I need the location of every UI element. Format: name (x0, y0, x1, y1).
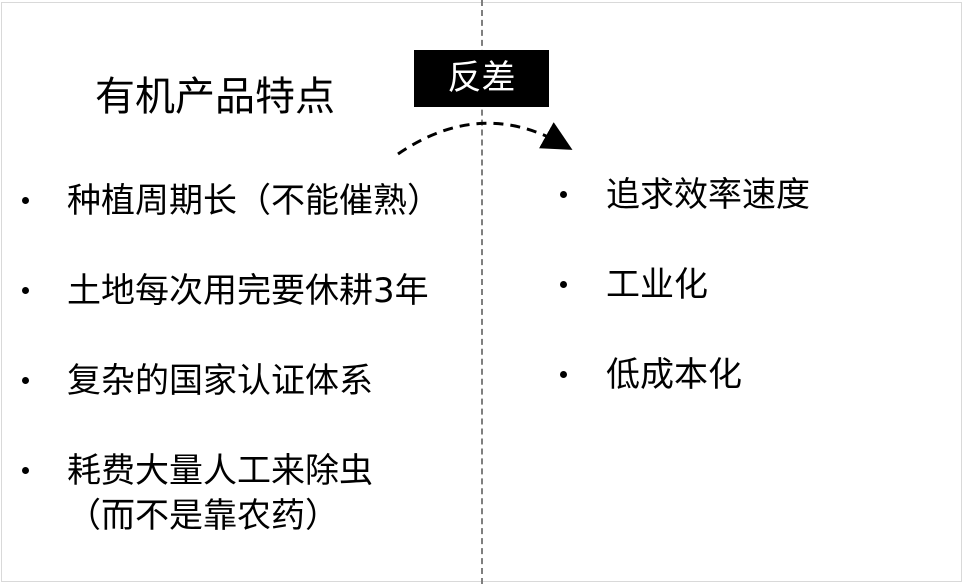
list-item-text: 耗费大量人工来除虫 (67, 451, 373, 491)
dashed-divider (481, 0, 483, 584)
bullet-dot-icon (560, 371, 567, 378)
list-item-text: 低成本化 (606, 355, 742, 395)
contrast-label: 反差 (447, 58, 516, 98)
bullet-dot-icon (22, 377, 29, 384)
list-item-text: 土地每次用完要休耕3年 (67, 271, 429, 311)
curved-dashed-arrow-icon (397, 121, 573, 156)
bullet-dot-icon (560, 191, 567, 198)
list-item: 工业化 (560, 263, 708, 308)
bullet-dot-icon (22, 467, 29, 474)
list-item: 种植周期长（不能催熟） (22, 179, 441, 224)
bullet-dot-icon (22, 197, 29, 204)
list-item-continuation: （而不是靠农药） (67, 496, 339, 536)
list-item-text: 工业化 (606, 265, 708, 305)
list-item-text: 追求效率速度 (606, 175, 810, 215)
list-item-text: 复杂的国家认证体系 (67, 361, 373, 401)
list-item-text: 种植周期长（不能催熟） (67, 181, 441, 221)
list-item: 低成本化 (560, 353, 742, 398)
slide-title: 有机产品特点 (95, 74, 335, 120)
bullet-dot-icon (560, 281, 567, 288)
list-item: 耗费大量人工来除虫 （而不是靠农药） (22, 449, 373, 539)
bullet-dot-icon (22, 287, 29, 294)
list-item: 土地每次用完要休耕3年 (22, 269, 429, 314)
list-item: 复杂的国家认证体系 (22, 359, 373, 404)
contrast-label-box: 反差 (414, 50, 549, 107)
list-item: 追求效率速度 (560, 173, 810, 218)
